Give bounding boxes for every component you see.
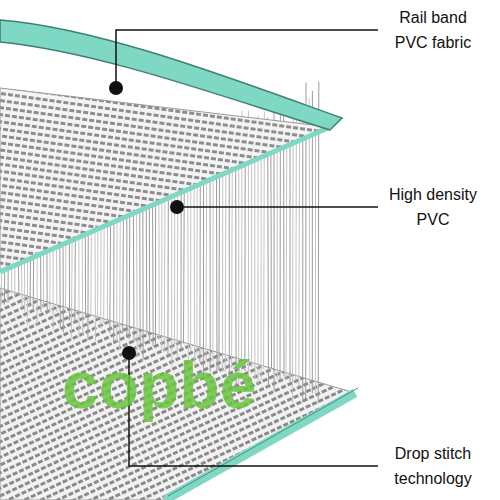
callout-dot	[109, 81, 123, 95]
watermark: copbé	[62, 352, 256, 418]
fiber	[210, 154, 211, 371]
fiber	[290, 123, 291, 382]
fiber	[254, 131, 255, 379]
part-label: Drop stitch technology	[383, 441, 483, 491]
top-rail-edge	[0, 127, 330, 272]
fiber	[315, 110, 316, 396]
fiber	[277, 130, 278, 379]
part-label: High density PVC	[383, 182, 483, 232]
fiber	[261, 138, 262, 380]
part-label: Rail band PVC fabric	[383, 5, 483, 55]
leader-line	[116, 30, 378, 88]
rail-band	[0, 20, 342, 130]
callout-dot	[170, 200, 184, 214]
fiber	[292, 103, 294, 403]
top-sheet	[0, 88, 330, 270]
fiber	[298, 117, 300, 387]
fiber	[270, 127, 272, 368]
fiber	[295, 119, 297, 380]
leader-line	[177, 206, 378, 208]
fiber	[267, 118, 269, 388]
fiber	[309, 98, 311, 387]
fiber	[286, 126, 288, 380]
fiber	[302, 107, 303, 402]
fiber	[244, 143, 245, 372]
fiber	[194, 161, 196, 367]
